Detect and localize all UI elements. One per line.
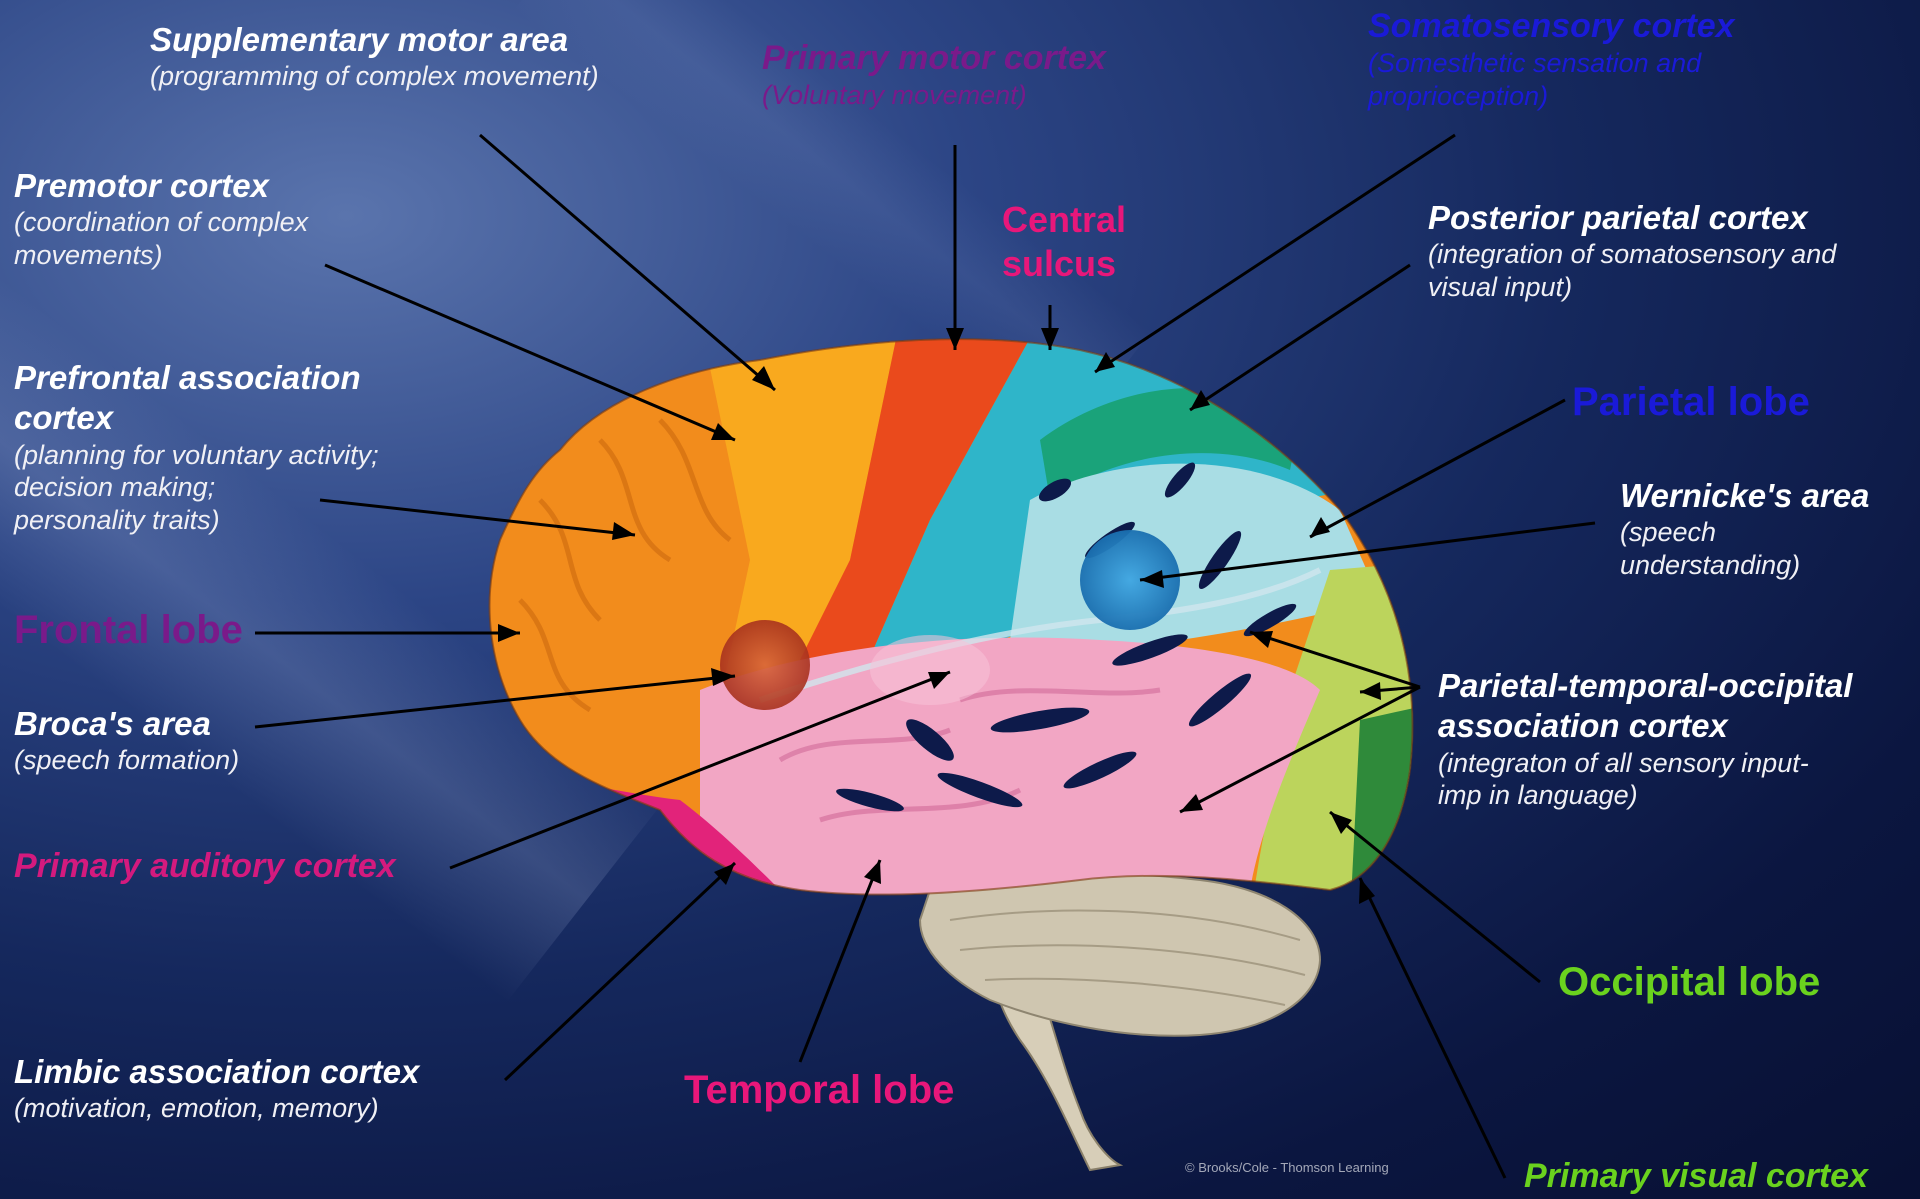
cerebellum: [920, 872, 1320, 1036]
label-occipital-lobe: Occipital lobe: [1558, 958, 1820, 1007]
parietal-lobe-title: Parietal lobe: [1572, 378, 1810, 427]
primary-motor-desc: (Voluntary movement): [762, 79, 1106, 112]
label-prefrontal-association-cortex: Prefrontal association cortex (planning …: [14, 358, 379, 537]
prefrontal-desc-2: decision making;: [14, 471, 379, 504]
label-somatosensory-cortex: Somatosensory cortex (Somesthetic sensat…: [1368, 6, 1735, 113]
broca-area: [720, 620, 810, 710]
premotor-desc-2: movements): [14, 239, 308, 272]
wernicke-desc-1: (speech: [1620, 516, 1869, 549]
wernicke-title: Wernicke's area: [1620, 476, 1869, 516]
temporal-lobe-title: Temporal lobe: [684, 1066, 954, 1115]
wernicke-desc-2: understanding): [1620, 549, 1869, 582]
label-primary-motor-cortex: Primary motor cortex (Voluntary movement…: [762, 38, 1106, 112]
central-sulcus-line1: Central: [1002, 198, 1126, 242]
prefrontal-title-1: Prefrontal association: [14, 358, 379, 398]
supplementary-motor-desc: (programming of complex movement): [150, 60, 599, 93]
label-supplementary-motor-area: Supplementary motor area (programming of…: [150, 20, 599, 93]
label-primary-visual-cortex: Primary visual cortex: [1524, 1156, 1868, 1197]
label-parietal-temporal-occipital-cortex: Parietal-temporal-occipital association …: [1438, 666, 1852, 812]
limbic-title: Limbic association cortex: [14, 1052, 419, 1092]
premotor-title: Premotor cortex: [14, 166, 308, 206]
pto-desc-1: (integraton of all sensory input-: [1438, 747, 1852, 780]
label-frontal-lobe: Frontal lobe: [14, 606, 243, 655]
label-central-sulcus: Central sulcus: [1002, 198, 1126, 286]
frontal-lobe-title: Frontal lobe: [14, 606, 243, 655]
supplementary-motor-title: Supplementary motor area: [150, 20, 599, 60]
somatosensory-desc-2: proprioception): [1368, 80, 1735, 113]
primary-auditory-title: Primary auditory cortex: [14, 846, 396, 887]
prefrontal-desc-1: (planning for voluntary activity;: [14, 439, 379, 472]
pto-title-1: Parietal-temporal-occipital: [1438, 666, 1852, 706]
image-credit: © Brooks/Cole - Thomson Learning: [1185, 1160, 1389, 1175]
somatosensory-title: Somatosensory cortex: [1368, 6, 1735, 47]
primary-motor-title: Primary motor cortex: [762, 38, 1106, 79]
posterior-parietal-desc-2: visual input): [1428, 271, 1836, 304]
central-sulcus-line2: sulcus: [1002, 242, 1126, 286]
label-primary-auditory-cortex: Primary auditory cortex: [14, 846, 396, 887]
occipital-lobe-title: Occipital lobe: [1558, 958, 1820, 1007]
premotor-desc-1: (coordination of complex: [14, 206, 308, 239]
label-temporal-lobe: Temporal lobe: [684, 1066, 954, 1115]
prefrontal-desc-3: personality traits): [14, 504, 379, 537]
pto-title-2: association cortex: [1438, 706, 1852, 746]
label-parietal-lobe: Parietal lobe: [1572, 378, 1810, 427]
label-brocas-area: Broca's area (speech formation): [14, 704, 239, 777]
posterior-parietal-title: Posterior parietal cortex: [1428, 198, 1836, 238]
primary-visual-title: Primary visual cortex: [1524, 1156, 1868, 1197]
label-wernickes-area: Wernicke's area (speech understanding): [1620, 476, 1869, 582]
broca-desc: (speech formation): [14, 744, 239, 777]
somatosensory-desc-1: (Somesthetic sensation and: [1368, 47, 1735, 80]
label-posterior-parietal-cortex: Posterior parietal cortex (integration o…: [1428, 198, 1836, 304]
posterior-parietal-desc-1: (integration of somatosensory and: [1428, 238, 1836, 271]
pto-desc-2: imp in language): [1438, 779, 1852, 812]
wernicke-area: [1080, 530, 1180, 630]
cerebrum: [450, 320, 1450, 920]
label-premotor-cortex: Premotor cortex (coordination of complex…: [14, 166, 308, 272]
broca-title: Broca's area: [14, 704, 239, 744]
label-limbic-association-cortex: Limbic association cortex (motivation, e…: [14, 1052, 419, 1125]
limbic-desc: (motivation, emotion, memory): [14, 1092, 419, 1125]
prefrontal-title-2: cortex: [14, 398, 379, 438]
